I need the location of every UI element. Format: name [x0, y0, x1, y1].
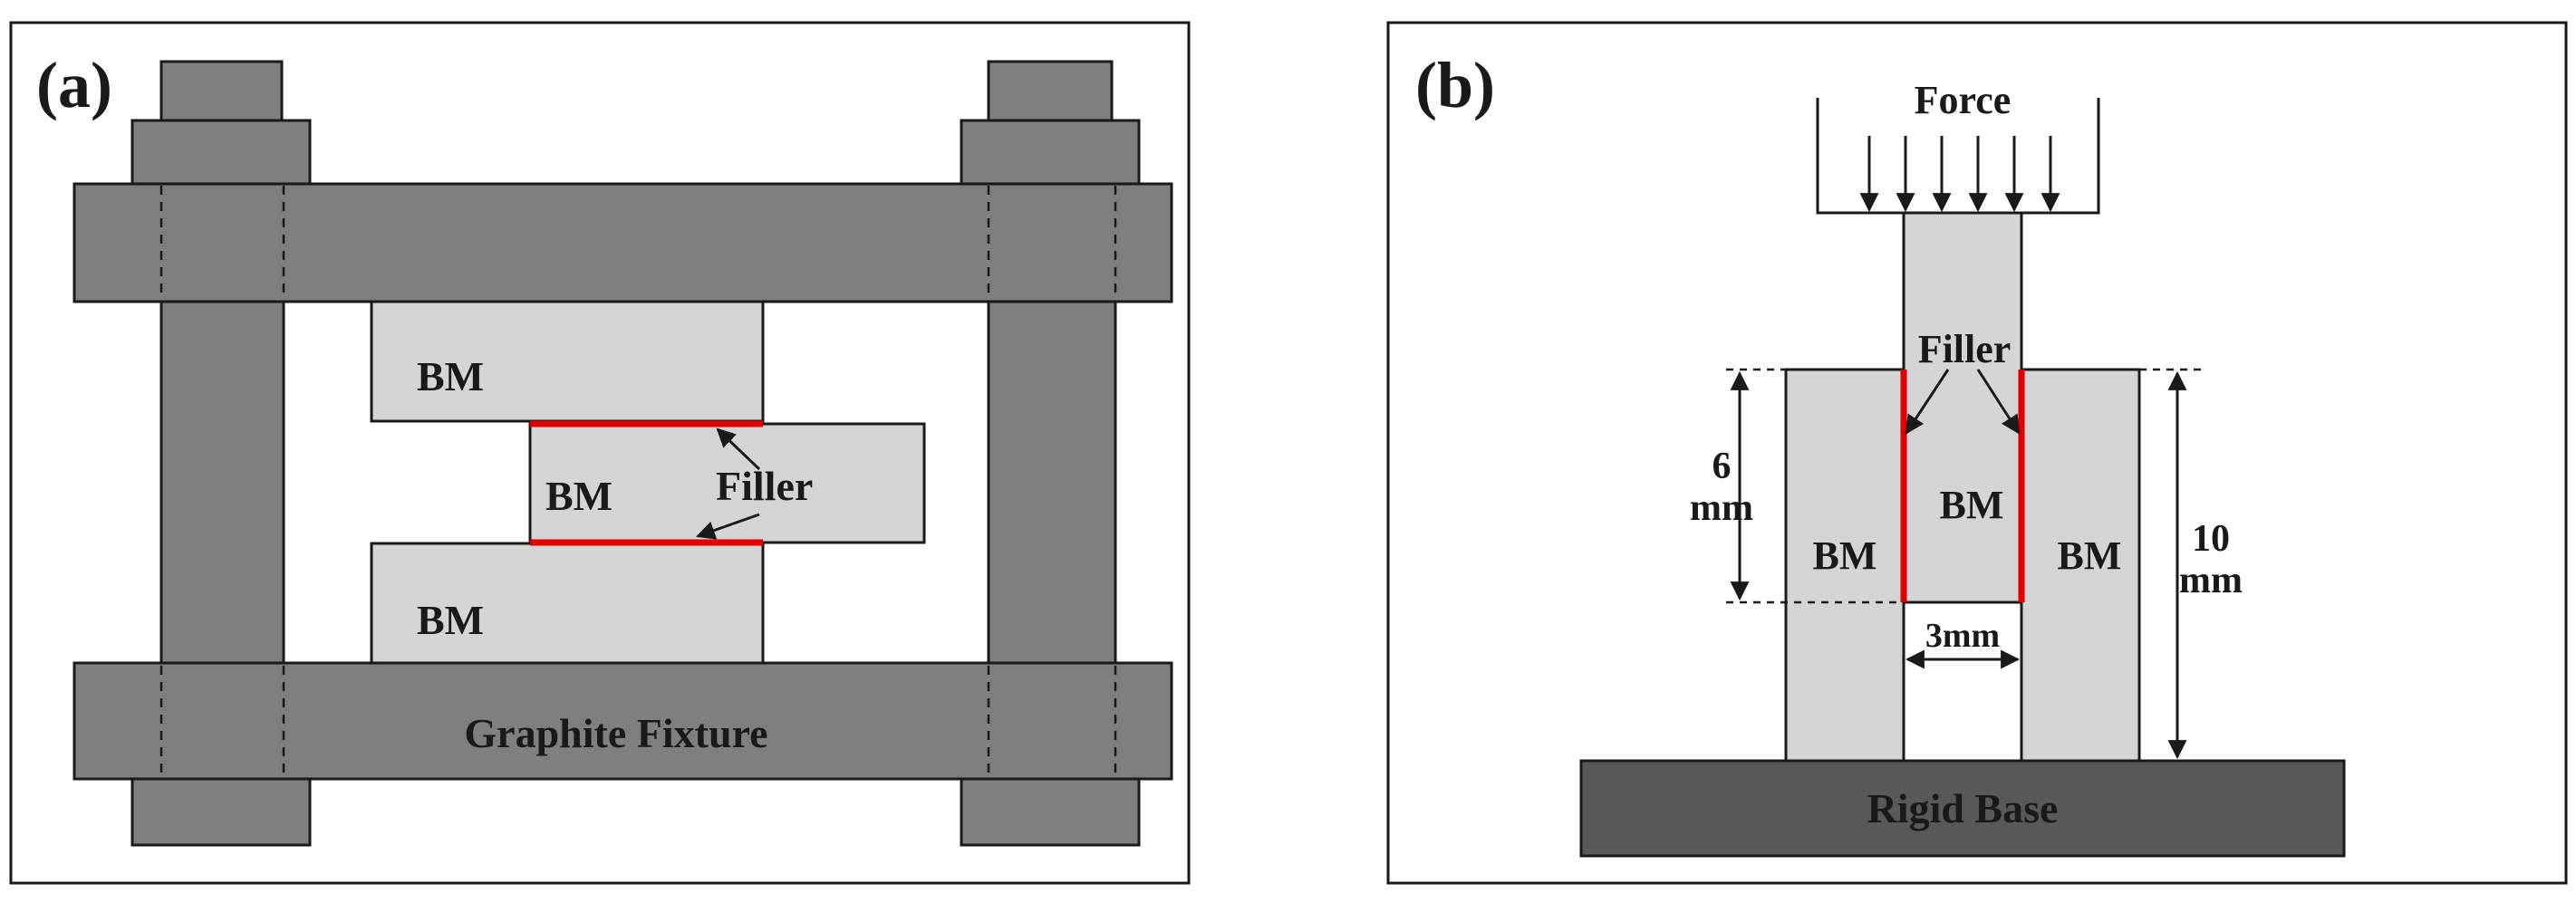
- nut-left-top: [130, 119, 312, 187]
- dim-3mm-label: 3mm: [1925, 617, 2000, 655]
- dim-6mm-unit: mm: [1690, 487, 1753, 529]
- panel-b-label: (b): [1415, 49, 1495, 121]
- panel-a: (a): [9, 21, 1191, 885]
- rigid-base-label: Rigid Base: [1867, 785, 2059, 831]
- nut-left-bottom: [130, 775, 312, 847]
- filler-arrow-bottom: [696, 513, 760, 540]
- dim-6mm-value: 6: [1713, 446, 1732, 487]
- dim-10mm-value: 10: [2192, 518, 2230, 560]
- bm-center-label: BM: [1940, 483, 2004, 527]
- bolt-right-cap-top: [987, 60, 1114, 125]
- filler-arrow-right: [1976, 369, 2021, 435]
- bm-block-left: [1784, 368, 1905, 763]
- filler-arrow-top: [716, 427, 761, 471]
- force-arrows: [1859, 136, 2060, 213]
- bm-middle-label: BM: [545, 473, 613, 519]
- force-label: Force: [1915, 78, 2012, 122]
- dimension-dashed-lines: [1726, 368, 2204, 604]
- bm-block-top: [370, 300, 765, 423]
- bolt-left-post: [159, 297, 285, 668]
- panel-a-label: (a): [36, 49, 112, 121]
- bm-bottom-label: BM: [417, 597, 484, 643]
- panel-b: (b) Force Filler BM BM BM: [1386, 21, 2568, 885]
- bolt-left-cap-top: [159, 60, 284, 125]
- dim-10mm-unit: mm: [2179, 560, 2243, 601]
- filler-label-b: Filler: [1918, 327, 2012, 371]
- fixture-top-plate: [72, 182, 1173, 303]
- bm-block-bottom: [370, 542, 765, 665]
- bolt-dashed-lines: [159, 186, 1117, 777]
- bolt-right-post: [987, 297, 1117, 668]
- filler-label: Filler: [716, 463, 813, 509]
- rigid-base: [1579, 759, 2346, 858]
- bm-top-label: BM: [417, 353, 484, 399]
- nut-right-bottom: [960, 775, 1141, 847]
- bm-block-right: [2020, 368, 2141, 763]
- bm-right-label: BM: [2058, 533, 2122, 578]
- bm-left-label: BM: [1813, 533, 1877, 578]
- filler-arrow-left: [1905, 369, 1950, 435]
- nut-right-top: [960, 119, 1141, 187]
- fixture-label: Graphite Fixture: [464, 710, 767, 756]
